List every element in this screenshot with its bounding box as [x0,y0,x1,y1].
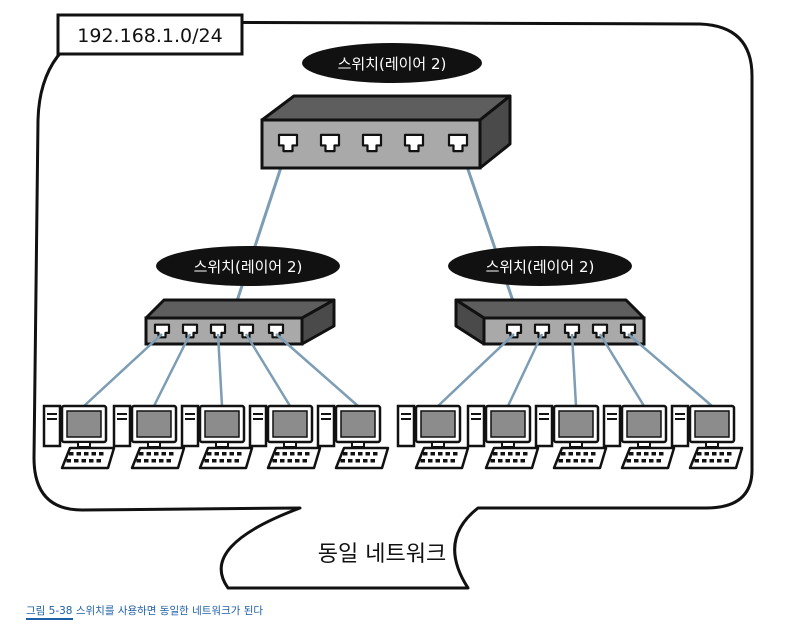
right-switch [454,298,646,346]
core-switch-label-text: 스위치(레이어 2) [338,55,447,73]
right-pc-cable [437,333,515,407]
left-pc [112,404,186,470]
left-pc [42,404,116,470]
left-switch-port [209,323,227,339]
right-switch-port [533,323,551,339]
right-switch-port [563,323,581,339]
left-switch [144,298,336,346]
network-boundary [32,20,754,590]
left-switch-port [181,323,199,339]
left-switch-label: 스위치(레이어 2) [156,246,340,286]
right-switch-label: 스위치(레이어 2) [448,246,632,286]
core-switch-port [319,133,341,153]
right-pc [396,404,470,470]
core-switch [260,94,512,170]
figure-caption: 그림 5-38 스위치를 사용하면 동일한 네트워크가 된다 [26,603,264,620]
right-switch-label-text: 스위치(레이어 2) [486,258,595,276]
right-pc-cable [506,333,544,407]
network-address-label: 192.168.1.0/24 [77,25,222,47]
left-pc-cable [275,333,359,407]
left-pc [316,404,390,470]
left-pc [180,404,254,470]
right-pc-cable [627,333,713,407]
core-switch-port [403,133,425,153]
left-pc-cable [216,333,224,407]
right-switch-port [505,323,523,339]
core-switch-port [447,133,469,153]
right-pc [670,404,744,470]
left-switch-port [153,323,171,339]
core-switch-label: 스위치(레이어 2) [302,43,482,83]
network-address-box [56,13,244,56]
left-pc-cable [152,333,192,407]
figure-caption-text: 스위치를 사용하면 동일한 네트워크가 된다 [75,605,264,617]
same-network-text: 동일 네트워크 [318,542,446,567]
figure-number: 그림 5-38 [26,605,73,620]
right-pc [534,404,608,470]
right-pc [602,404,676,470]
right-pc-cable [570,333,578,407]
core-switch-port [277,133,299,153]
left-switch-port [237,323,255,339]
left-switch-label-text: 스위치(레이어 2) [194,258,303,276]
left-pc [248,404,322,470]
right-pc-cable [598,333,646,407]
left-pc-cable [83,333,163,407]
left-pc-cable [244,333,292,407]
right-pc [466,404,540,470]
core-switch-port [361,133,383,153]
right-switch-port [591,323,609,339]
